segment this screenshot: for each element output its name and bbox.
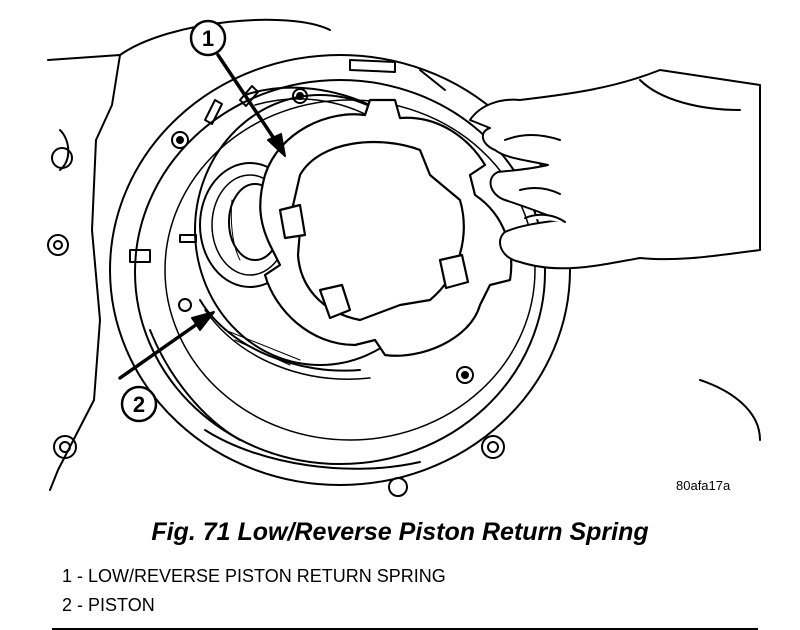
- callout-2-leader: [118, 320, 202, 380]
- callout-2-label: 2: [133, 392, 145, 417]
- callout-2-arrowhead: [191, 311, 215, 331]
- pump-housing: [109, 54, 571, 497]
- callout-1-label: 1: [202, 26, 214, 51]
- figure-id: 80afa17a: [676, 478, 731, 493]
- transmission-case: [47, 18, 331, 491]
- bottom-rule: [52, 628, 758, 630]
- figure-caption: Fig. 71 Low/Reverse Piston Return Spring: [151, 518, 649, 546]
- callout-1: 1: [189, 19, 286, 157]
- transmission-illustration: 1 2: [47, 18, 761, 497]
- legend-item-1: 1 - LOW/REVERSE PISTON RETURN SPRING: [62, 566, 446, 586]
- hand: [469, 69, 761, 441]
- callout-1-leader: [216, 53, 277, 142]
- legend-item-2: 2 - PISTON: [62, 595, 155, 615]
- callout-2: 2: [118, 311, 215, 423]
- return-spring-plate: [259, 98, 513, 357]
- callout-1-arrowhead: [267, 133, 286, 157]
